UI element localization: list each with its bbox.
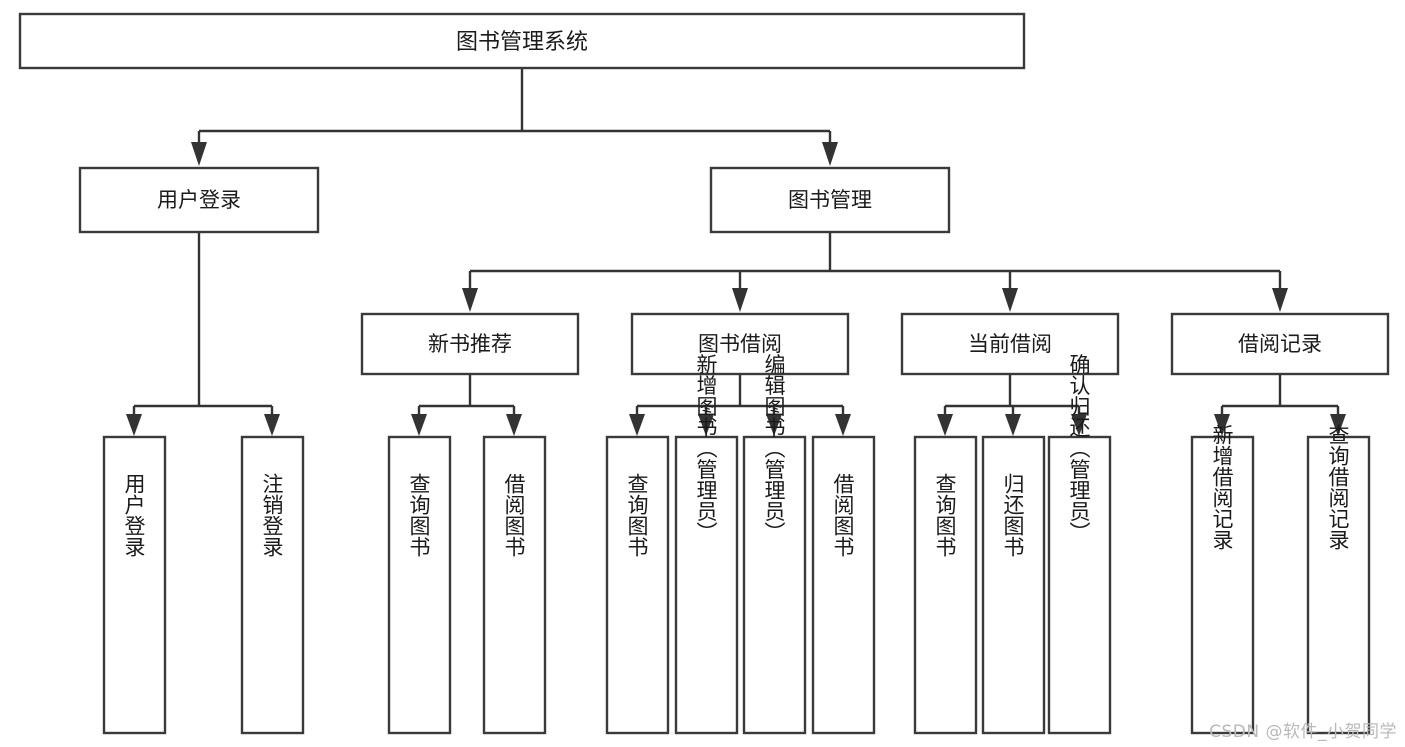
node-book-manage-box[interactable] [709, 166, 951, 234]
arrow-head-borrow-record [1272, 288, 1288, 312]
node-user-login-label: 用户登录 [157, 188, 241, 212]
node-leaf-return-book[interactable]: 归还图书 [981, 435, 1046, 735]
arrow-head-leaf-return-book [1005, 414, 1021, 436]
node-leaf-confirm-return[interactable]: 确认归还（管理员） [1047, 354, 1112, 735]
node-leaf-borrow-book-2-box[interactable] [811, 435, 876, 735]
node-root-label: 图书管理系统 [456, 30, 588, 55]
node-leaf-return-book-label: 归还图书 [1001, 473, 1025, 557]
node-leaf-query-book-3-box[interactable] [913, 435, 978, 735]
node-borrow-record-box[interactable] [1170, 312, 1390, 376]
node-leaf-logout-box[interactable] [240, 435, 305, 735]
arrow-head-leaf-query-book-3 [937, 414, 953, 436]
node-leaf-add-record-box[interactable] [1190, 435, 1255, 735]
node-leaf-query-book-2-label: 查询图书 [625, 473, 649, 557]
node-leaf-edit-book[interactable]: 编辑图书（管理员） [742, 354, 807, 735]
arrow-head-leaf-query-book-1 [411, 414, 427, 436]
node-leaf-query-record-label: 查询借阅记录 [1326, 424, 1350, 550]
node-leaf-add-record[interactable]: 新增借阅记录 [1190, 424, 1255, 735]
arrow-head-leaf-query-book-2 [629, 414, 645, 436]
arrow-head-leaf-confirm-return [1071, 414, 1087, 436]
arrow-head-leaf-user-login [126, 414, 142, 436]
arrow-head-book-manage [822, 142, 838, 166]
node-leaf-borrow-book-1-label: 借阅图书 [502, 473, 526, 557]
node-leaf-query-book-3-label: 查询图书 [933, 473, 957, 557]
node-leaf-borrow-book-2-label: 借阅图书 [831, 473, 855, 557]
node-new-book-rec-label: 新书推荐 [428, 332, 512, 356]
node-leaf-user-login-box[interactable] [102, 435, 167, 735]
node-root[interactable]: 图书管理系统 [18, 12, 1026, 70]
node-borrow-record[interactable]: 借阅记录 [1170, 312, 1390, 376]
arrow-head-leaf-borrow-book-2 [835, 414, 851, 436]
node-current-borrow-box[interactable] [900, 312, 1120, 376]
node-leaf-query-book-1[interactable]: 查询图书 [387, 435, 452, 735]
arrow-head-leaf-borrow-book-1 [506, 414, 522, 436]
node-leaf-query-book-2[interactable]: 查询图书 [605, 435, 670, 735]
node-book-borrow[interactable]: 图书借阅 [630, 312, 850, 376]
node-leaf-add-book[interactable]: 新增图书（管理员） [674, 354, 739, 735]
arrow-head-leaf-add-record [1214, 414, 1230, 436]
node-book-manage-label: 图书管理 [788, 188, 872, 212]
node-leaf-query-book-3[interactable]: 查询图书 [913, 435, 978, 735]
node-leaf-user-login-label: 用户登录 [122, 473, 146, 557]
node-leaf-logout-label: 注销登录 [260, 473, 284, 557]
node-leaf-query-record-box[interactable] [1306, 435, 1371, 735]
arrow-head-current-borrow [1002, 288, 1018, 312]
arrow-head-leaf-edit-book [766, 414, 782, 436]
node-leaf-edit-book-label: 编辑图书（管理员） [762, 354, 786, 543]
csdn-watermark: CSDN @软件_小贺同学 [1209, 722, 1397, 742]
node-new-book-rec[interactable]: 新书推荐 [360, 312, 580, 376]
arrow-head-leaf-logout [264, 414, 280, 436]
node-leaf-user-login[interactable]: 用户登录 [102, 435, 167, 735]
arrow-head-book-borrow [732, 288, 748, 312]
node-leaf-borrow-book-1-box[interactable] [482, 435, 547, 735]
node-leaf-query-book-2-box[interactable] [605, 435, 670, 735]
node-book-borrow-box[interactable] [630, 312, 850, 376]
node-leaf-add-record-label: 新增借阅记录 [1210, 424, 1234, 550]
node-current-borrow[interactable]: 当前借阅 [900, 312, 1120, 376]
node-user-login-box[interactable] [78, 166, 320, 234]
node-leaf-confirm-return-box[interactable] [1047, 435, 1112, 735]
node-leaf-borrow-book-2[interactable]: 借阅图书 [811, 435, 876, 735]
node-leaf-query-book-1-box[interactable] [387, 435, 452, 735]
node-leaf-logout[interactable]: 注销登录 [240, 435, 305, 735]
arrow-head-user-login [191, 142, 207, 166]
node-leaf-query-record[interactable]: 查询借阅记录 [1306, 424, 1371, 735]
node-new-book-rec-box[interactable] [360, 312, 580, 376]
node-leaf-add-book-box[interactable] [674, 435, 739, 735]
connector-layer [126, 68, 1346, 436]
node-leaf-add-book-label: 新增图书（管理员） [694, 354, 718, 543]
node-current-borrow-label: 当前借阅 [968, 332, 1052, 356]
node-user-login[interactable]: 用户登录 [78, 166, 320, 234]
node-book-borrow-label: 图书借阅 [698, 332, 782, 356]
node-leaf-edit-book-box[interactable] [742, 435, 807, 735]
node-leaf-confirm-return-label: 确认归还（管理员） [1067, 354, 1091, 543]
node-root-box[interactable] [18, 12, 1026, 70]
node-leaf-borrow-book-1[interactable]: 借阅图书 [482, 435, 547, 735]
node-leaf-query-book-1-label: 查询图书 [407, 473, 431, 557]
node-leaf-return-book-box[interactable] [981, 435, 1046, 735]
arrow-head-new-book-rec [462, 288, 478, 312]
arrow-head-leaf-add-book [698, 414, 714, 436]
node-borrow-record-label: 借阅记录 [1238, 332, 1322, 356]
node-book-manage[interactable]: 图书管理 [709, 166, 951, 234]
arrow-head-leaf-query-record [1330, 414, 1346, 436]
